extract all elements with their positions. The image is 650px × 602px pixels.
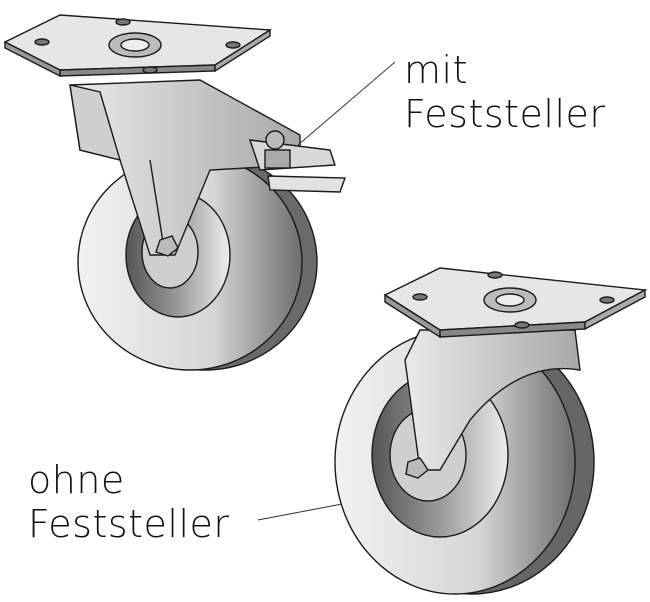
label-with-brake: mit Feststeller (404, 48, 606, 136)
label-line: ohne (28, 458, 125, 502)
label-without-brake: ohne Feststeller (28, 458, 230, 546)
leader-line-without-brake (257, 503, 343, 521)
brake-pedal (267, 175, 346, 193)
axle-nut (155, 235, 179, 257)
label-line: Feststeller (404, 92, 606, 136)
label-line: Feststeller (28, 502, 230, 546)
fork (404, 329, 581, 471)
caster-without-brake (334, 267, 648, 595)
caster-with-brake (3, 14, 346, 371)
axle-nut (405, 457, 429, 479)
leader-line-with-brake (297, 61, 396, 146)
label-line: mit (404, 48, 468, 92)
